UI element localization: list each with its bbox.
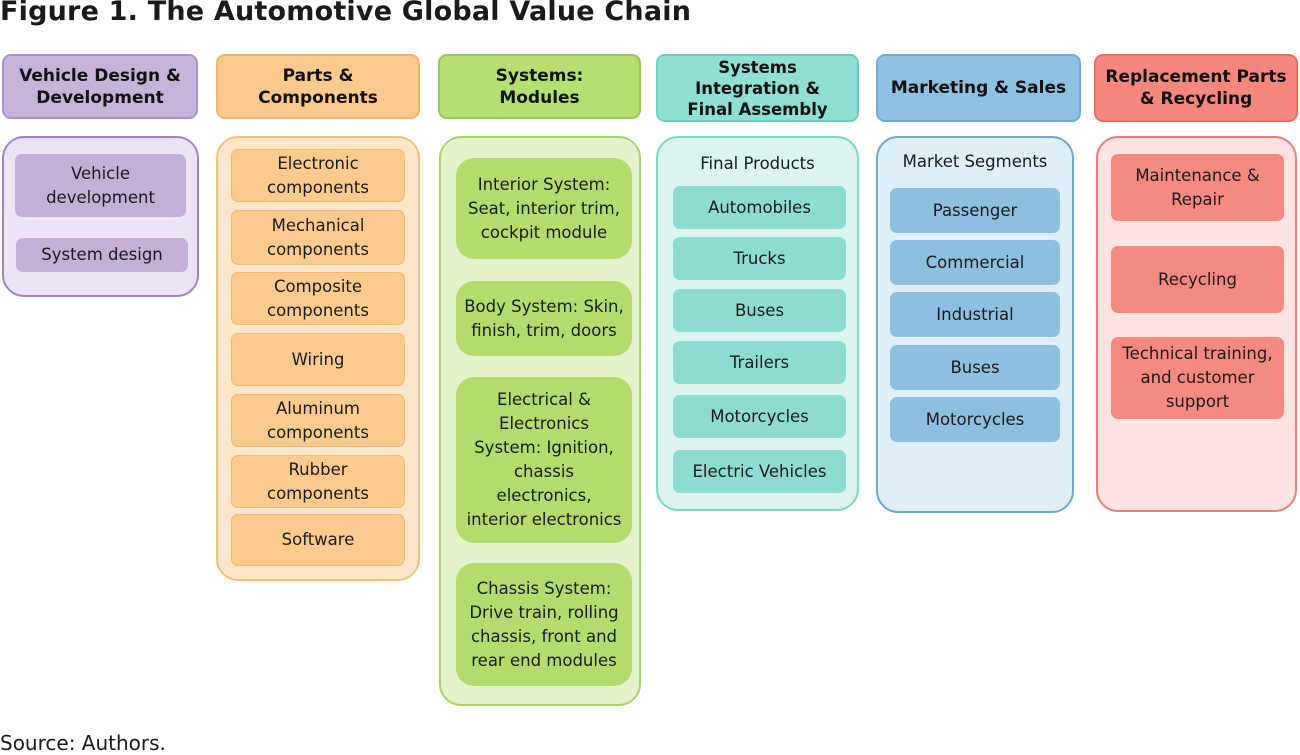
item-automobiles: Automobiles	[673, 186, 846, 229]
item-aluminum-components: Aluminum components	[231, 394, 405, 447]
item-electrical-electronics-system: Electrical & Electronics System: Ignitio…	[456, 377, 632, 543]
item-motorcycles-products: Motorcycles	[673, 395, 846, 438]
item-passenger: Passenger	[890, 188, 1060, 233]
item-maintenance-repair: Maintenance & Repair	[1111, 154, 1284, 221]
figure-title: Figure 1. The Automotive Global Value Ch…	[0, 0, 692, 27]
item-chassis-system: Chassis System: Drive train, rolling cha…	[456, 563, 632, 686]
item-mechanical-components: Mechanical components	[231, 210, 405, 265]
item-rubber-components: Rubber components	[231, 455, 405, 508]
item-vehicle-development: Vehicle development	[15, 154, 186, 217]
header-vehicle-design: Vehicle Design & Development	[2, 54, 198, 119]
item-body-system: Body System: Skin, finish, trim, doors	[456, 281, 632, 356]
header-final-assembly: Systems Integration & Final Assembly	[656, 54, 859, 122]
item-wiring: Wiring	[231, 333, 405, 386]
header-systems-modules: Systems: Modules	[438, 54, 641, 119]
item-motorcycles-segment: Motorcycles	[890, 397, 1060, 442]
item-electric-vehicles: Electric Vehicles	[673, 450, 846, 493]
item-composite-components: Composite components	[231, 272, 405, 325]
source-note: Source: Authors.	[0, 731, 166, 755]
item-electronic-components: Electronic components	[231, 149, 405, 202]
item-commercial: Commercial	[890, 240, 1060, 285]
item-technical-training: Technical training, and customer support	[1111, 337, 1284, 419]
item-buses-segment: Buses	[890, 345, 1060, 390]
header-parts-components: Parts & Components	[216, 54, 420, 119]
item-interior-system: Interior System: Seat, interior trim, co…	[456, 158, 632, 259]
item-recycling: Recycling	[1111, 246, 1284, 313]
item-industrial: Industrial	[890, 292, 1060, 337]
header-replacement-recycling: Replacement Parts & Recycling	[1094, 54, 1298, 122]
item-buses-products: Buses	[673, 289, 846, 332]
item-software: Software	[231, 514, 405, 566]
panel-title-final-products: Final Products	[700, 154, 815, 173]
item-system-design: System design	[16, 238, 188, 272]
item-trailers: Trailers	[673, 341, 846, 384]
header-marketing-sales: Marketing & Sales	[876, 54, 1081, 122]
item-trucks: Trucks	[673, 237, 846, 280]
panel-title-market-segments: Market Segments	[902, 152, 1048, 171]
